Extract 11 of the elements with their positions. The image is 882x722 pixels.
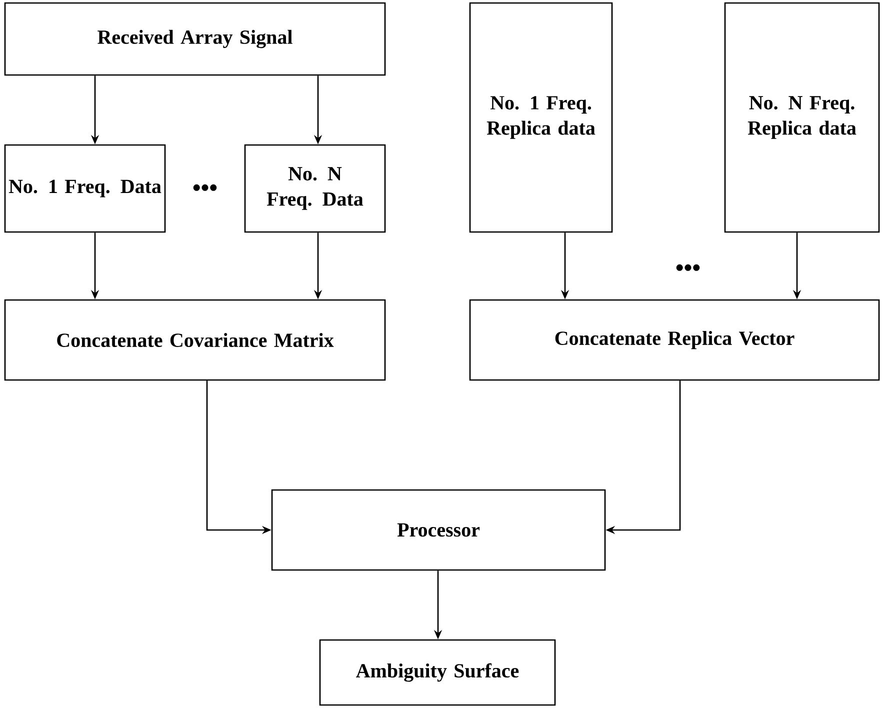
process-box: No. N Freq. Replica data (724, 2, 880, 233)
process-box: Concatenate Replica Vector (469, 299, 880, 381)
process-box: No. 1 Freq. Replica data (469, 2, 613, 233)
process-box: No. N Freq. Data (244, 144, 386, 233)
process-box: No. 1 Freq. Data (4, 144, 166, 233)
process-box: Received Array Signal (4, 2, 386, 76)
process-box: Concatenate Covariance Matrix (4, 299, 386, 381)
process-box: Ambiguity Surface (319, 639, 556, 706)
ellipsis-mark: ••• (193, 184, 217, 191)
process-box: Processor (271, 489, 606, 571)
ellipsis-mark: ••• (676, 264, 700, 271)
